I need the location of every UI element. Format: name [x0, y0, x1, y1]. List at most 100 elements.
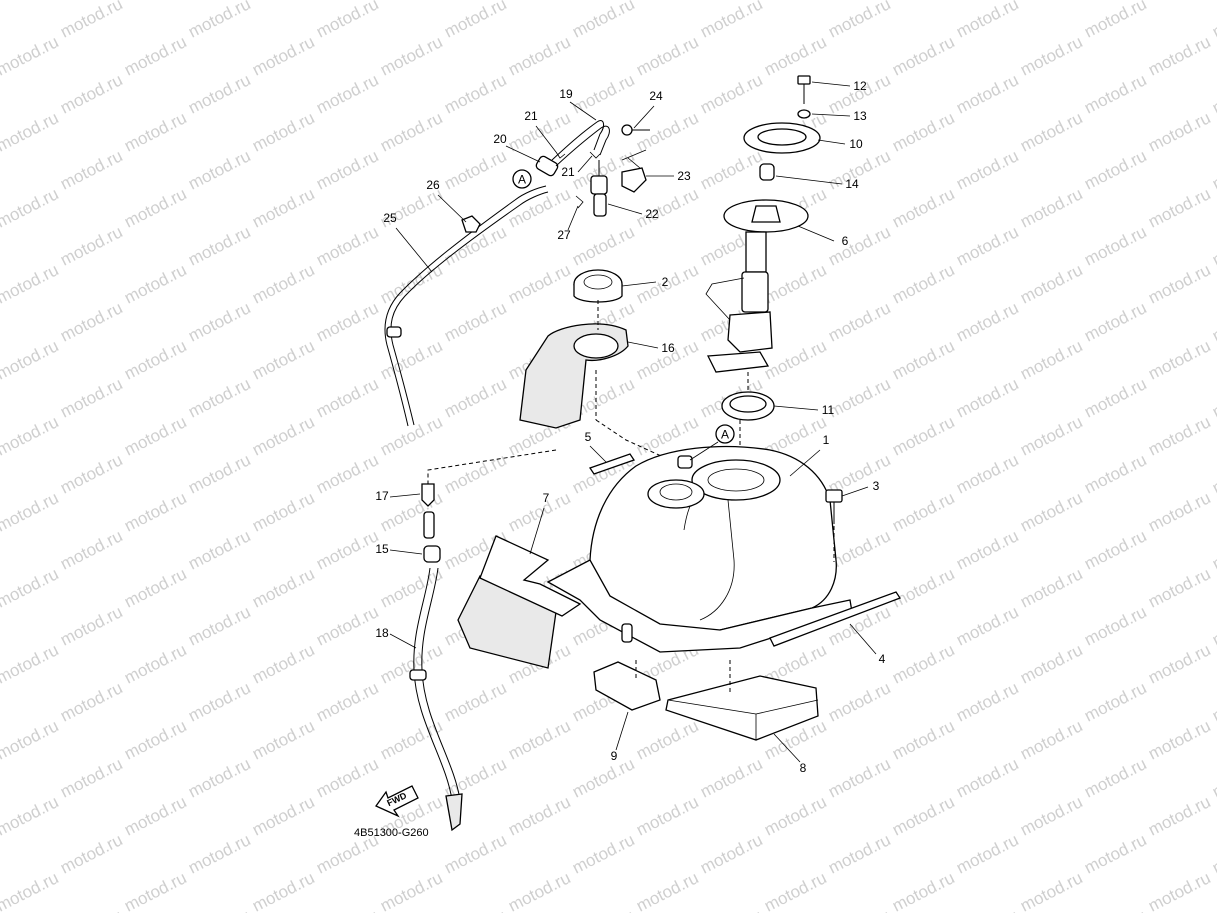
- watermark-text: motod.ru: [761, 792, 829, 839]
- watermark-text: motod.ru: [1145, 792, 1213, 839]
- watermark-text: motod.ru: [1209, 526, 1217, 573]
- vent-hose-25-outer: [384, 185, 547, 427]
- leader-line-p12: [811, 81, 851, 87]
- watermark-text: motod.ru: [1209, 830, 1217, 877]
- watermark-text: motod.ru: [697, 0, 765, 42]
- leader-line-p10: [817, 139, 846, 145]
- hose-clip-25: [386, 326, 402, 338]
- watermark-text: motod.ru: [889, 716, 957, 763]
- watermark-text: motod.ru: [1017, 336, 1085, 383]
- watermark-text: motod.ru: [1209, 70, 1217, 117]
- watermark-text: motod.ru: [121, 564, 189, 611]
- watermark-text: motod.ru: [313, 298, 381, 345]
- watermark-text: motod.ru: [121, 184, 189, 231]
- part-label-p7: 7: [543, 491, 550, 505]
- watermark-text: motod.ru: [953, 450, 1021, 497]
- pad-8: [665, 660, 819, 741]
- washer-13: [797, 109, 811, 119]
- watermark-text: motod.ru: [633, 32, 701, 79]
- part-label-p20: 20: [493, 132, 507, 146]
- watermark-text: motod.ru: [313, 906, 381, 913]
- watermark-text: motod.ru: [57, 70, 125, 117]
- pump-6-tube: [745, 231, 767, 273]
- plug-14: [759, 163, 775, 181]
- plate-10-inner: [757, 128, 807, 146]
- leader-line-p3: [841, 486, 869, 497]
- tank-drain: [621, 623, 633, 643]
- watermark-text: motod.ru: [1017, 0, 1085, 4]
- fuel-cap-2-side: [573, 284, 623, 303]
- watermark-text: motod.ru: [1017, 564, 1085, 611]
- grommet-15: [423, 545, 441, 563]
- leader-line-p7: [529, 507, 545, 555]
- watermark-text: motod.ru: [1145, 108, 1213, 155]
- watermark-text: motod.ru: [0, 260, 62, 307]
- watermark-text: motod.ru: [761, 0, 829, 4]
- leader-line-p13: [811, 113, 851, 117]
- tank-pump-opening: [691, 459, 781, 501]
- watermark-text: motod.ru: [377, 0, 445, 4]
- watermark-text: motod.ru: [1209, 450, 1217, 497]
- watermark-text: motod.ru: [0, 488, 62, 535]
- watermark-text: motod.ru: [1209, 602, 1217, 649]
- watermark-text: motod.ru: [953, 830, 1021, 877]
- watermark-text: motod.ru: [889, 792, 957, 839]
- watermark-text: motod.ru: [313, 0, 381, 42]
- watermark-text: motod.ru: [1081, 0, 1149, 42]
- watermark-text: motod.ru: [825, 0, 893, 42]
- watermark-text: motod.ru: [0, 716, 62, 763]
- watermark-text: motod.ru: [249, 0, 317, 4]
- watermark-text: motod.ru: [889, 412, 957, 459]
- watermark-text: motod.ru: [57, 526, 125, 573]
- screw-24-head: [621, 124, 633, 136]
- watermark-text: motod.ru: [1145, 488, 1213, 535]
- damper-strip-4: [769, 591, 901, 647]
- watermark-text: motod.ru: [953, 374, 1021, 421]
- watermark-text: motod.ru: [249, 412, 317, 459]
- part-label-p17: 17: [375, 489, 389, 503]
- watermark-text: motod.ru: [1081, 526, 1149, 573]
- watermark-text: motod.ru: [121, 868, 189, 913]
- part-label-p26: 26: [426, 178, 440, 192]
- valve-22-body: [593, 193, 607, 217]
- drain-hose-assembly: [409, 449, 557, 832]
- watermark-text: motod.ru: [185, 374, 253, 421]
- watermark-text: motod.ru: [1209, 298, 1217, 345]
- part-label-p19: 19: [559, 87, 573, 101]
- watermark-text: motod.ru: [1017, 640, 1085, 687]
- ref-marker-a-lower: [715, 424, 735, 444]
- watermark-text: motod.ru: [185, 146, 253, 193]
- leader-line-p14: [775, 175, 843, 185]
- ref-marker-a-lower-text: A: [721, 428, 729, 442]
- watermark-text: motod.ru: [1209, 906, 1217, 913]
- watermark-text: motod.ru: [889, 564, 957, 611]
- watermark-text: motod.ru: [505, 792, 573, 839]
- watermark-text: motod.ru: [697, 754, 765, 801]
- watermark-text: motod.ru: [1209, 222, 1217, 269]
- part-label-p22: 22: [645, 207, 659, 221]
- watermark-text: motod.ru: [633, 716, 701, 763]
- watermark-text: motod.ru: [825, 374, 893, 421]
- watermark-text: motod.ru: [505, 716, 573, 763]
- watermark-text: motod.ru: [0, 792, 62, 839]
- watermark-text: motod.ru: [249, 260, 317, 307]
- watermark-text: motod.ru: [441, 450, 509, 497]
- pump-6-body: [741, 271, 769, 313]
- watermark-text: motod.ru: [1081, 678, 1149, 725]
- leader-line-p26: [437, 194, 467, 223]
- watermark-text: motod.ru: [185, 754, 253, 801]
- watermark-text: motod.ru: [121, 792, 189, 839]
- watermark-text: motod.ru: [505, 868, 573, 913]
- watermark-text: motod.ru: [313, 754, 381, 801]
- leader-line-p24: [633, 105, 655, 129]
- watermark-text: motod.ru: [1081, 906, 1149, 913]
- watermark-text: motod.ru: [633, 792, 701, 839]
- watermark-text: motod.ru: [953, 70, 1021, 117]
- watermark-text: motod.ru: [889, 336, 957, 383]
- bolt-12: [797, 75, 811, 85]
- watermark-text: motod.ru: [1081, 146, 1149, 193]
- drain-hose-18-end: [445, 793, 463, 832]
- clip-21-lower: [589, 151, 601, 159]
- watermark-text: motod.ru: [505, 488, 573, 535]
- pump-6-top: [751, 205, 781, 223]
